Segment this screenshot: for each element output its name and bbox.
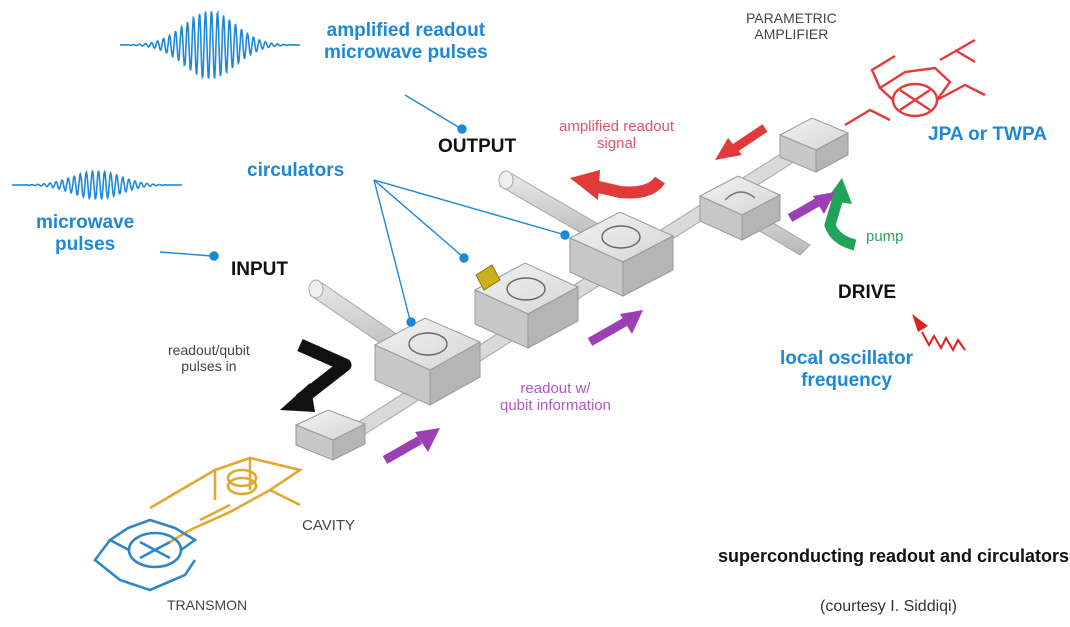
pump-arrow-green — [824, 178, 857, 251]
jpa-twpa-label: JPA or TWPA — [928, 124, 1047, 145]
readout-arrow-magenta-3 — [787, 192, 835, 222]
credit: (courtesy I. Siddiqi) — [820, 598, 957, 615]
pump-label: pump — [866, 228, 904, 245]
circulator-1 — [373, 317, 482, 406]
circulator-3 — [568, 211, 675, 297]
transmon-label: TRANSMON — [167, 597, 248, 613]
cavity-label: CAVITY — [302, 517, 356, 534]
readout-arrow-magenta-1 — [382, 428, 440, 464]
circulators-label: circulators — [247, 160, 345, 181]
readout-qubit-pulses-in-label: readout/qubit pulses in — [168, 342, 250, 375]
local-oscillator-label: local oscillator frequency — [780, 348, 914, 391]
parametric-amplifier-circuit — [844, 38, 986, 127]
parametric-amplifier-label: PARAMETRIC AMPLIFIER — [746, 10, 837, 43]
coupler-box — [698, 175, 782, 241]
output-label: OUTPUT — [438, 136, 517, 157]
caption: superconducting readout and circulators — [718, 546, 1070, 566]
amplified-readout-signal-label: amplified readout signal — [559, 118, 675, 153]
amplified-pulse-waveform-icon — [120, 9, 300, 81]
transmon-circuit — [93, 518, 198, 592]
cavity-circuit — [149, 456, 304, 547]
microwave-pulses-label: microwave pulses — [36, 212, 135, 255]
readout-arrow-magenta-2 — [587, 310, 643, 346]
local-oscillator-squiggle-icon — [912, 314, 966, 353]
incoming-amp-arrow-red — [715, 124, 768, 160]
isolator-amp-box — [778, 117, 850, 173]
readout-qubit-information-label: readout w/ qubit information — [500, 380, 611, 415]
amplified-readout-pulses-label: amplified readout microwave pulses — [324, 20, 488, 63]
leader-lines — [159, 94, 570, 327]
input-arrow-black — [280, 339, 352, 412]
drive-label: DRIVE — [838, 282, 897, 303]
circulator-2 — [473, 262, 580, 349]
microwave-pulse-waveform-icon — [12, 169, 182, 201]
input-label: INPUT — [231, 259, 288, 280]
isolator-qubit-box — [294, 409, 367, 461]
amplified-signal-arrow-red — [570, 170, 665, 200]
